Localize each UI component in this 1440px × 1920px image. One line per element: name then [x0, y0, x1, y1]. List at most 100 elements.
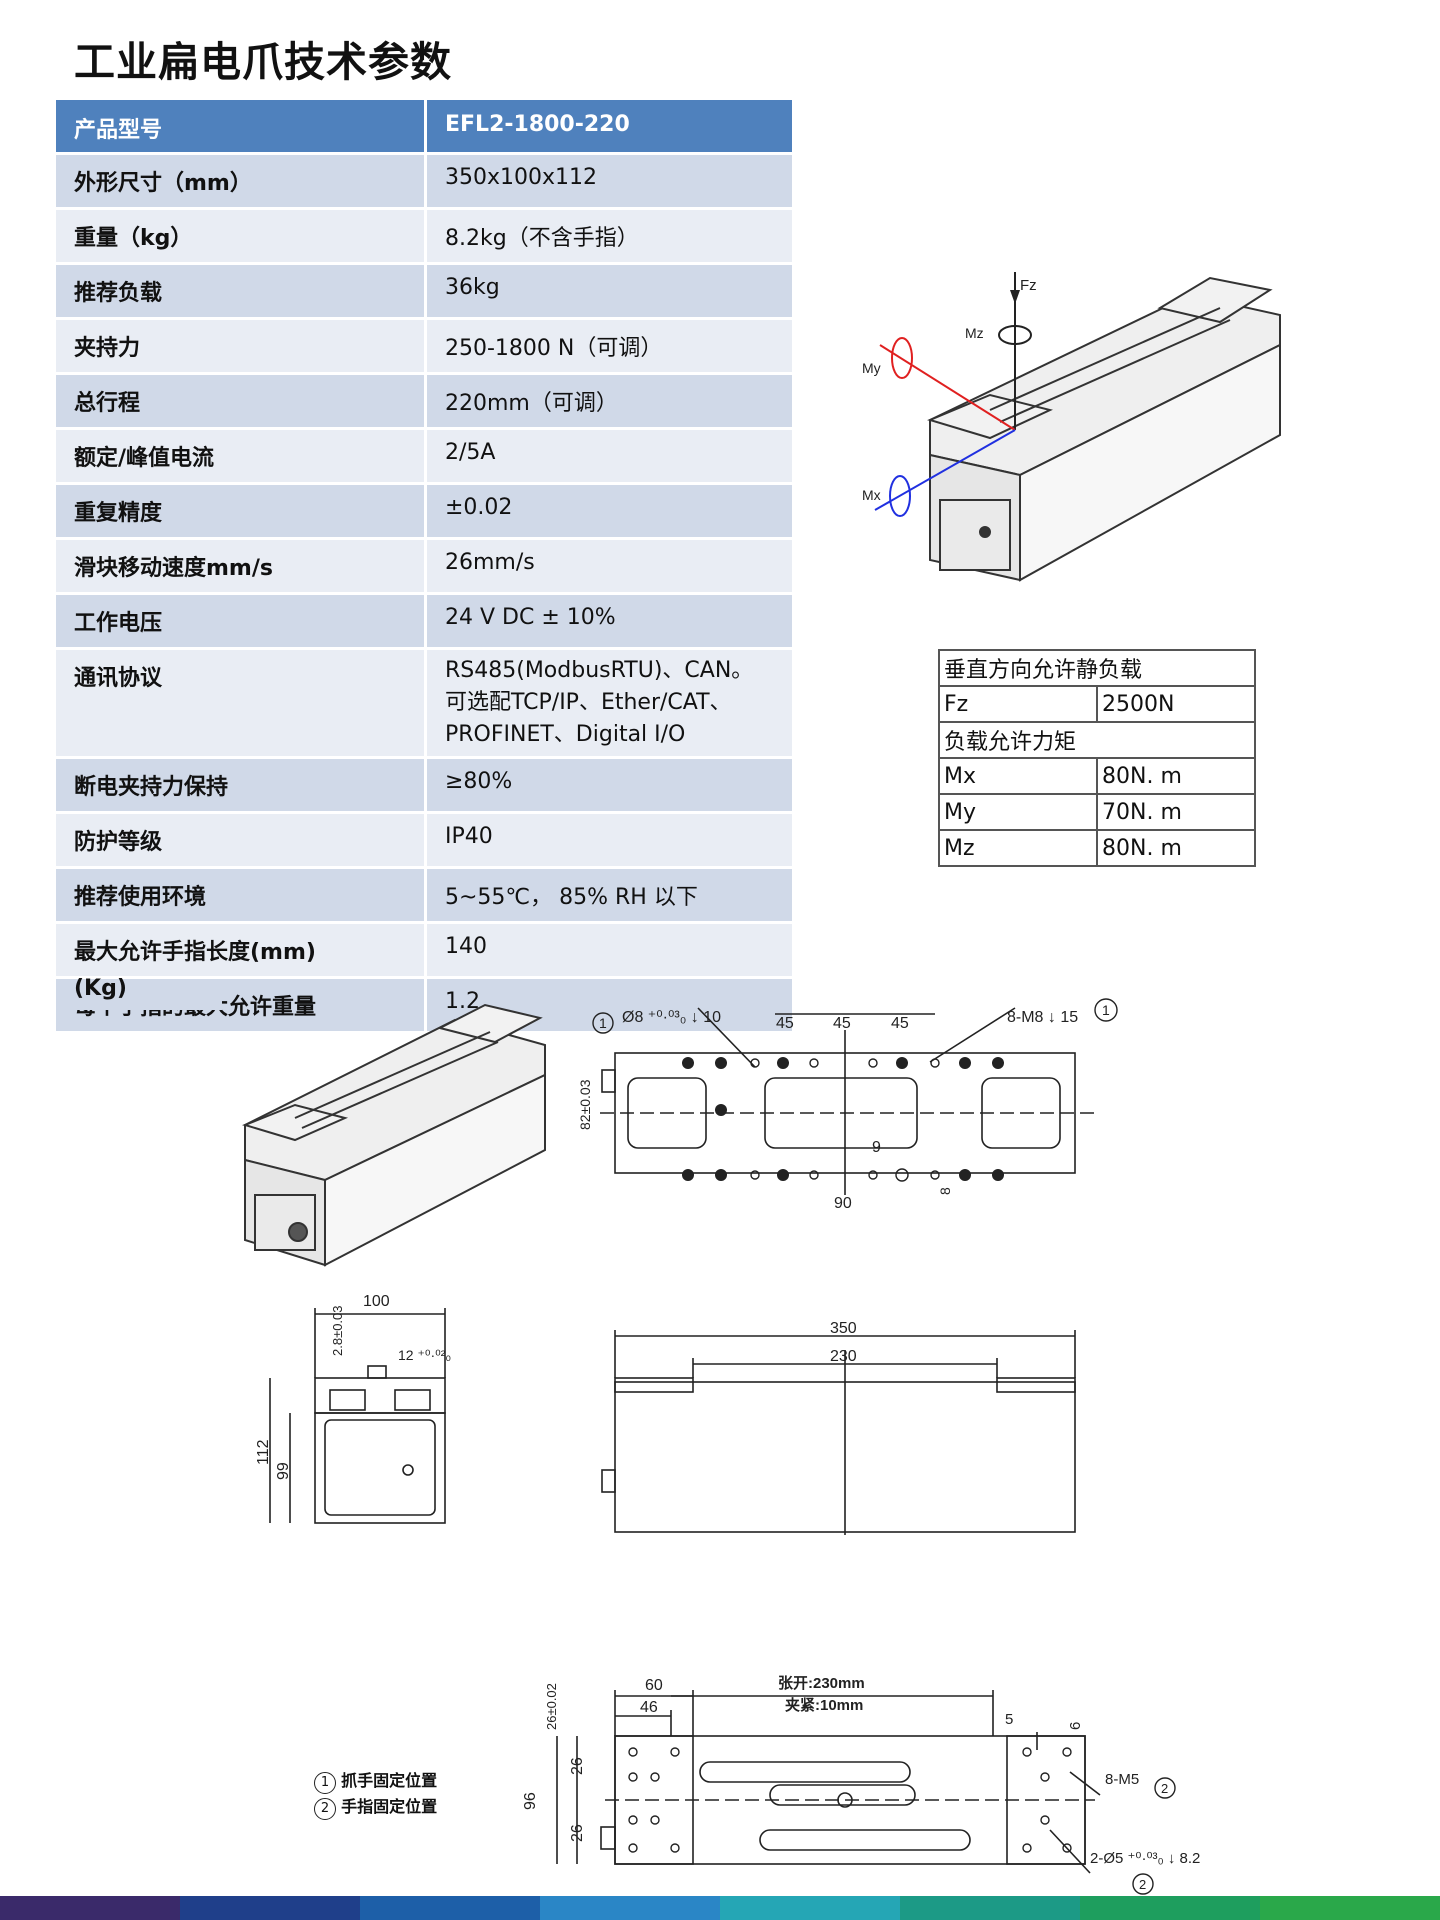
mx-arrow: Mx [862, 429, 1016, 517]
mz-arrow: Mz [965, 325, 1032, 345]
fz-arrow: Fz [1010, 272, 1037, 430]
my-label: My [862, 360, 881, 376]
my-row-value: 70N. m [1096, 793, 1256, 831]
mx-row-value: 80N. m [1096, 757, 1256, 795]
spec-value: 36kg [427, 265, 792, 320]
moment-title: 负载允许力矩 [938, 721, 1256, 759]
spec-value: 5~55℃， 85% RH 以下 [427, 869, 792, 924]
mz-label: Mz [965, 325, 984, 341]
spec-header-label: 产品型号 [56, 100, 427, 155]
side-dim-112: 112 [255, 1439, 272, 1465]
spec-row: 通讯协议 RS485(ModbusRTU)、CAN。 可选配TCP/IP、Eth… [56, 650, 792, 759]
top-dim-45c: 45 [891, 1015, 909, 1032]
bottom-callout-2a: 2 [1161, 1781, 1168, 1796]
top-callout-1: 1 [599, 1015, 607, 1031]
spec-row: 断电夹持力保持≥80% [56, 759, 792, 814]
fz-row-label: Fz [938, 685, 1098, 723]
top-callout-1b: 1 [1102, 1002, 1110, 1018]
bottom-dim-6: 6 [1067, 1722, 1084, 1730]
top-dim-45a: 45 [776, 1015, 794, 1032]
bottom-m5-spec: 8-M5 [1105, 1771, 1139, 1788]
spec-row: 最大允许手指长度(mm)140 [56, 924, 792, 979]
footer-segment [1080, 1896, 1260, 1920]
top-dim-82: 82±0.03 [580, 1079, 593, 1130]
top-dim-8: 8 [937, 1187, 953, 1195]
side-dim-99: 99 [275, 1462, 292, 1480]
bottom-dim-26a: 26 [569, 1757, 586, 1775]
bottom-hole-spec: 2-Ø5 ⁺⁰·⁰³₀ ↓ 8.2 [1090, 1850, 1200, 1867]
fz-label: Fz [1020, 277, 1037, 294]
spec-row: 重复精度±0.02 [56, 485, 792, 540]
spec-value: 140 [427, 924, 792, 979]
spec-label: 重量（kg） [56, 210, 427, 265]
legend-item-2: 2 手指固定位置 [314, 1794, 437, 1820]
spec-label: 通讯协议 [56, 650, 427, 759]
spec-label: 外形尺寸（mm） [56, 155, 427, 210]
spec-label: 工作电压 [56, 595, 427, 650]
iso-product-view [241, 1003, 546, 1267]
top-view-drawing: 1 Ø8 ⁺⁰·⁰³₀ ↓ 10 45 45 45 8-M8 ↓ 15 1 82… [580, 998, 1118, 1212]
spec-label: 断电夹持力保持 [56, 759, 427, 814]
spec-label: 总行程 [56, 375, 427, 430]
footer-segment [720, 1896, 900, 1920]
bottom-dim-46: 46 [640, 1699, 658, 1716]
side-dim-2-8: 2.8±0.03 [330, 1305, 345, 1356]
footer-segment [540, 1896, 720, 1920]
top-dim-9: 9 [872, 1139, 881, 1156]
legend-label-1: 抓手固定位置 [341, 1771, 438, 1790]
spec-header-row: 产品型号 EFL2-1800-220 [56, 100, 792, 155]
top-dim-45b: 45 [833, 1015, 851, 1032]
legend-label-2: 手指固定位置 [341, 1797, 438, 1816]
legend-number-1: 1 [314, 1772, 336, 1794]
bottom-dim-26b: 26 [569, 1824, 586, 1842]
spec-value: 220mm（可调） [427, 375, 792, 430]
bottom-close-stroke: 夹紧:10mm [785, 1696, 863, 1714]
spec-label: 重复精度 [56, 485, 427, 540]
footer-segment [0, 1896, 180, 1920]
top-hole-spec: Ø8 ⁺⁰·⁰³₀ ↓ 10 [622, 1009, 721, 1026]
spec-value: 250-1800 N（可调） [427, 320, 792, 375]
footer-segment [180, 1896, 360, 1920]
top-m8-spec: 8-M8 ↓ 15 [1007, 1009, 1078, 1026]
spec-label: 额定/峰值电流 [56, 430, 427, 485]
bottom-dim-96: 96 [522, 1792, 539, 1810]
top-dim-90: 90 [834, 1195, 852, 1212]
page-title: 工业扁电爪技术参数 [74, 38, 452, 86]
spec-label: 推荐负载 [56, 265, 427, 320]
side-view-drawing: 100 2.8±0.03 12 ⁺⁰·⁰²₀ 112 99 [255, 1293, 451, 1524]
spec-label: 最大允许手指长度(mm) [56, 924, 427, 979]
my-row-label: My [938, 793, 1098, 831]
footer-segment [900, 1896, 1080, 1920]
spec-header-value: EFL2-1800-220 [427, 100, 792, 155]
mz-row-label: Mz [938, 829, 1098, 867]
spec-value: 2/5A [427, 430, 792, 485]
spec-value: IP40 [427, 814, 792, 869]
mx-row-label: Mx [938, 757, 1098, 795]
spec-value: ≥80% [427, 759, 792, 814]
spec-last-row-tail-strip [56, 990, 222, 1010]
spec-value: ±0.02 [427, 485, 792, 540]
side-dim-12: 12 ⁺⁰·⁰²₀ [398, 1347, 451, 1363]
side-dim-100: 100 [363, 1293, 390, 1310]
spec-label: 防护等级 [56, 814, 427, 869]
spec-value: 1.2 [427, 979, 792, 1034]
mx-label: Mx [862, 487, 881, 503]
legend-number-2: 2 [314, 1798, 336, 1820]
bottom-callout-2b: 2 [1139, 1877, 1146, 1892]
spec-label: 推荐使用环境 [56, 869, 427, 924]
spec-row: 外形尺寸（mm）350x100x112 [56, 155, 792, 210]
spec-table: 产品型号 EFL2-1800-220 外形尺寸（mm）350x100x112 重… [56, 100, 792, 1034]
spec-value: 24 V DC ± 10% [427, 595, 792, 650]
footer-color-bar [0, 1896, 1440, 1920]
spec-value: RS485(ModbusRTU)、CAN。 可选配TCP/IP、Ether/CA… [427, 650, 792, 759]
bottom-open-stroke: 张开:230mm [778, 1675, 865, 1692]
bottom-dim-60: 60 [645, 1677, 663, 1694]
spec-label: 滑块移动速度mm/s [56, 540, 427, 595]
front-dim-230: 230 [830, 1348, 857, 1365]
